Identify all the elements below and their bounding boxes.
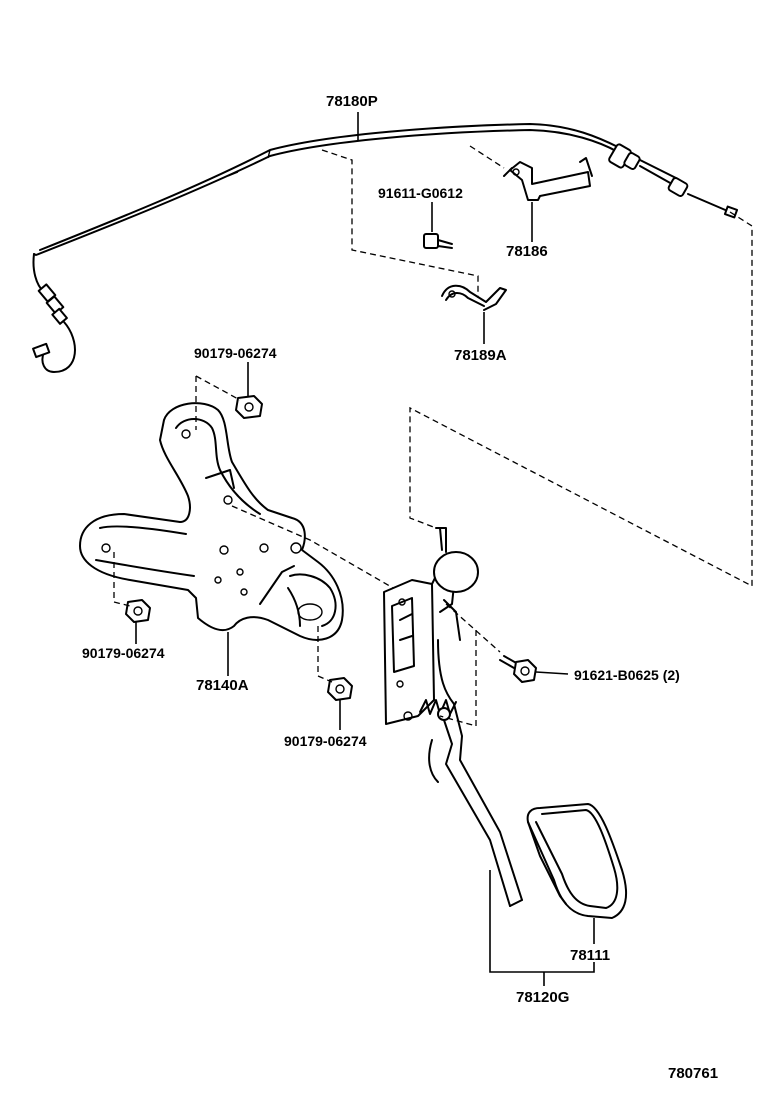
nut-lower[interactable] xyxy=(327,677,353,701)
dashed-bracket-to-pedal xyxy=(231,505,401,593)
leader-pedal-assy xyxy=(489,870,595,986)
dashed-bolt-right xyxy=(445,603,501,653)
dashed-nut-upper-2 xyxy=(195,375,241,401)
label-nut-lower: 90179-06274 xyxy=(284,733,367,749)
label-pedal-pad: 78111 xyxy=(570,947,610,964)
pedal-pad-78111[interactable] xyxy=(526,803,628,919)
label-nut-upper: 90179-06274 xyxy=(194,345,277,361)
bolt-91621[interactable] xyxy=(499,655,537,683)
cable-bracket-78186[interactable] xyxy=(503,157,593,201)
dashed-cable-to-bracket xyxy=(469,145,505,169)
dashed-nut-lower xyxy=(317,626,333,683)
accelerator-pedal-78120G[interactable] xyxy=(383,527,523,907)
label-pedal-assy: 78120G xyxy=(516,989,569,1006)
label-pedal-bracket: 78140A xyxy=(196,677,249,694)
bolt-91611[interactable] xyxy=(423,233,453,249)
dashed-pedal-bracket xyxy=(439,630,477,727)
dashed-cable-to-pedal xyxy=(409,211,753,588)
dashed-cable-to-clip xyxy=(321,149,479,298)
throttle-cable[interactable] xyxy=(32,123,739,373)
dashed-nut-left xyxy=(113,552,131,607)
label-cable: 78180P xyxy=(326,93,378,110)
label-bracket-top: 78186 xyxy=(506,243,548,260)
leader-bolt-right xyxy=(535,671,569,675)
label-nut-left: 90179-06274 xyxy=(82,645,165,661)
nut-left[interactable] xyxy=(125,599,151,623)
label-clip: 78189A xyxy=(454,347,507,364)
nut-upper[interactable] xyxy=(235,395,263,419)
pedal-bracket-78140A[interactable] xyxy=(79,402,344,641)
label-bolt-top: 91611-G0612 xyxy=(378,185,463,201)
label-bolt-right: 91621-B0625 (2) xyxy=(574,667,680,683)
clip-78189A[interactable] xyxy=(441,284,507,311)
figure-number: 780761 xyxy=(668,1065,718,1082)
